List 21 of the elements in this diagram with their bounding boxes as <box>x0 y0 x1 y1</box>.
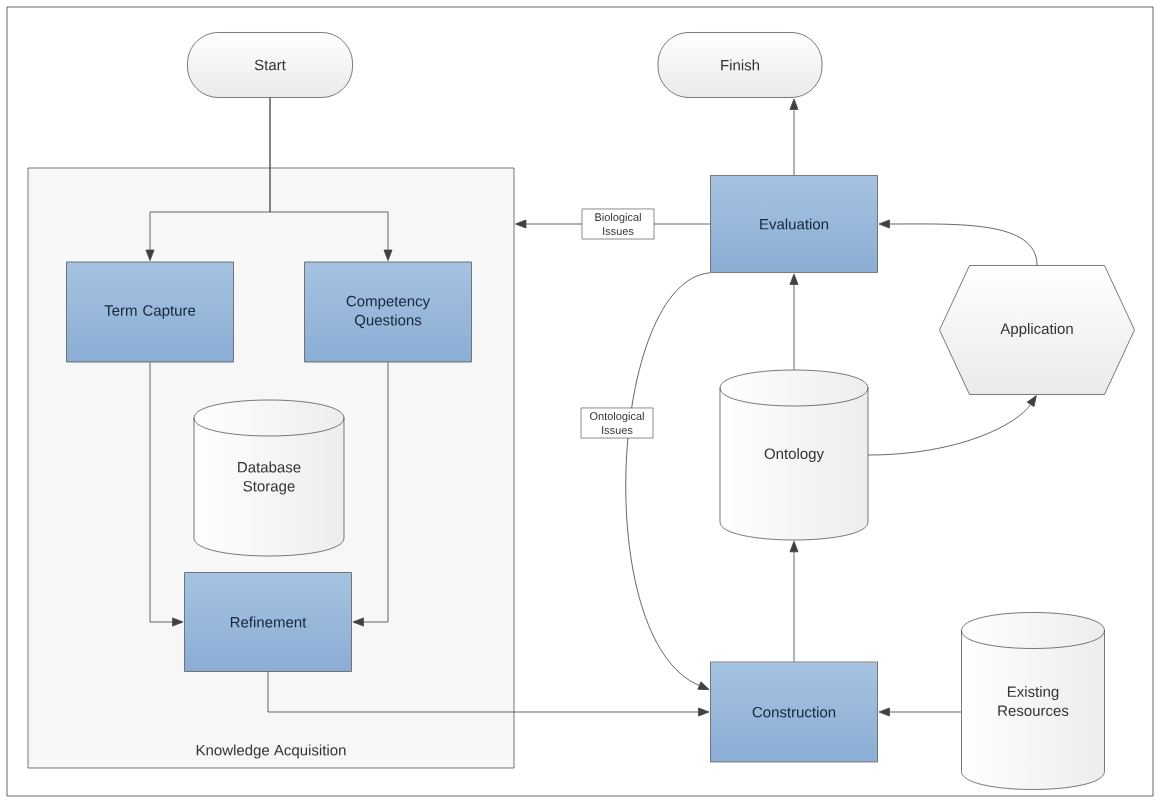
arrow <box>789 98 799 176</box>
process-box: Competency Questions <box>304 261 472 363</box>
edge-label: Ontological Issues <box>580 407 654 439</box>
database-cylinder: Database Storage <box>193 399 345 557</box>
arrow <box>789 273 799 371</box>
database-cylinder: Ontology <box>719 369 869 541</box>
arrow <box>878 707 962 717</box>
arrow <box>625 272 711 690</box>
arrow <box>269 97 393 261</box>
database-cylinder: Existing Resources <box>961 612 1105 790</box>
process-box: Refinement <box>184 572 352 672</box>
arrow <box>149 361 184 627</box>
process-box: Construction <box>710 661 878 763</box>
edge-label: Biological Issues <box>581 208 655 240</box>
arrow <box>878 219 1038 266</box>
arrow <box>789 540 799 663</box>
arrow <box>267 671 710 717</box>
arrow <box>867 395 1037 456</box>
arrow <box>352 361 389 627</box>
process-box: Evaluation <box>710 175 878 273</box>
process-box: Term Capture <box>66 261 234 363</box>
